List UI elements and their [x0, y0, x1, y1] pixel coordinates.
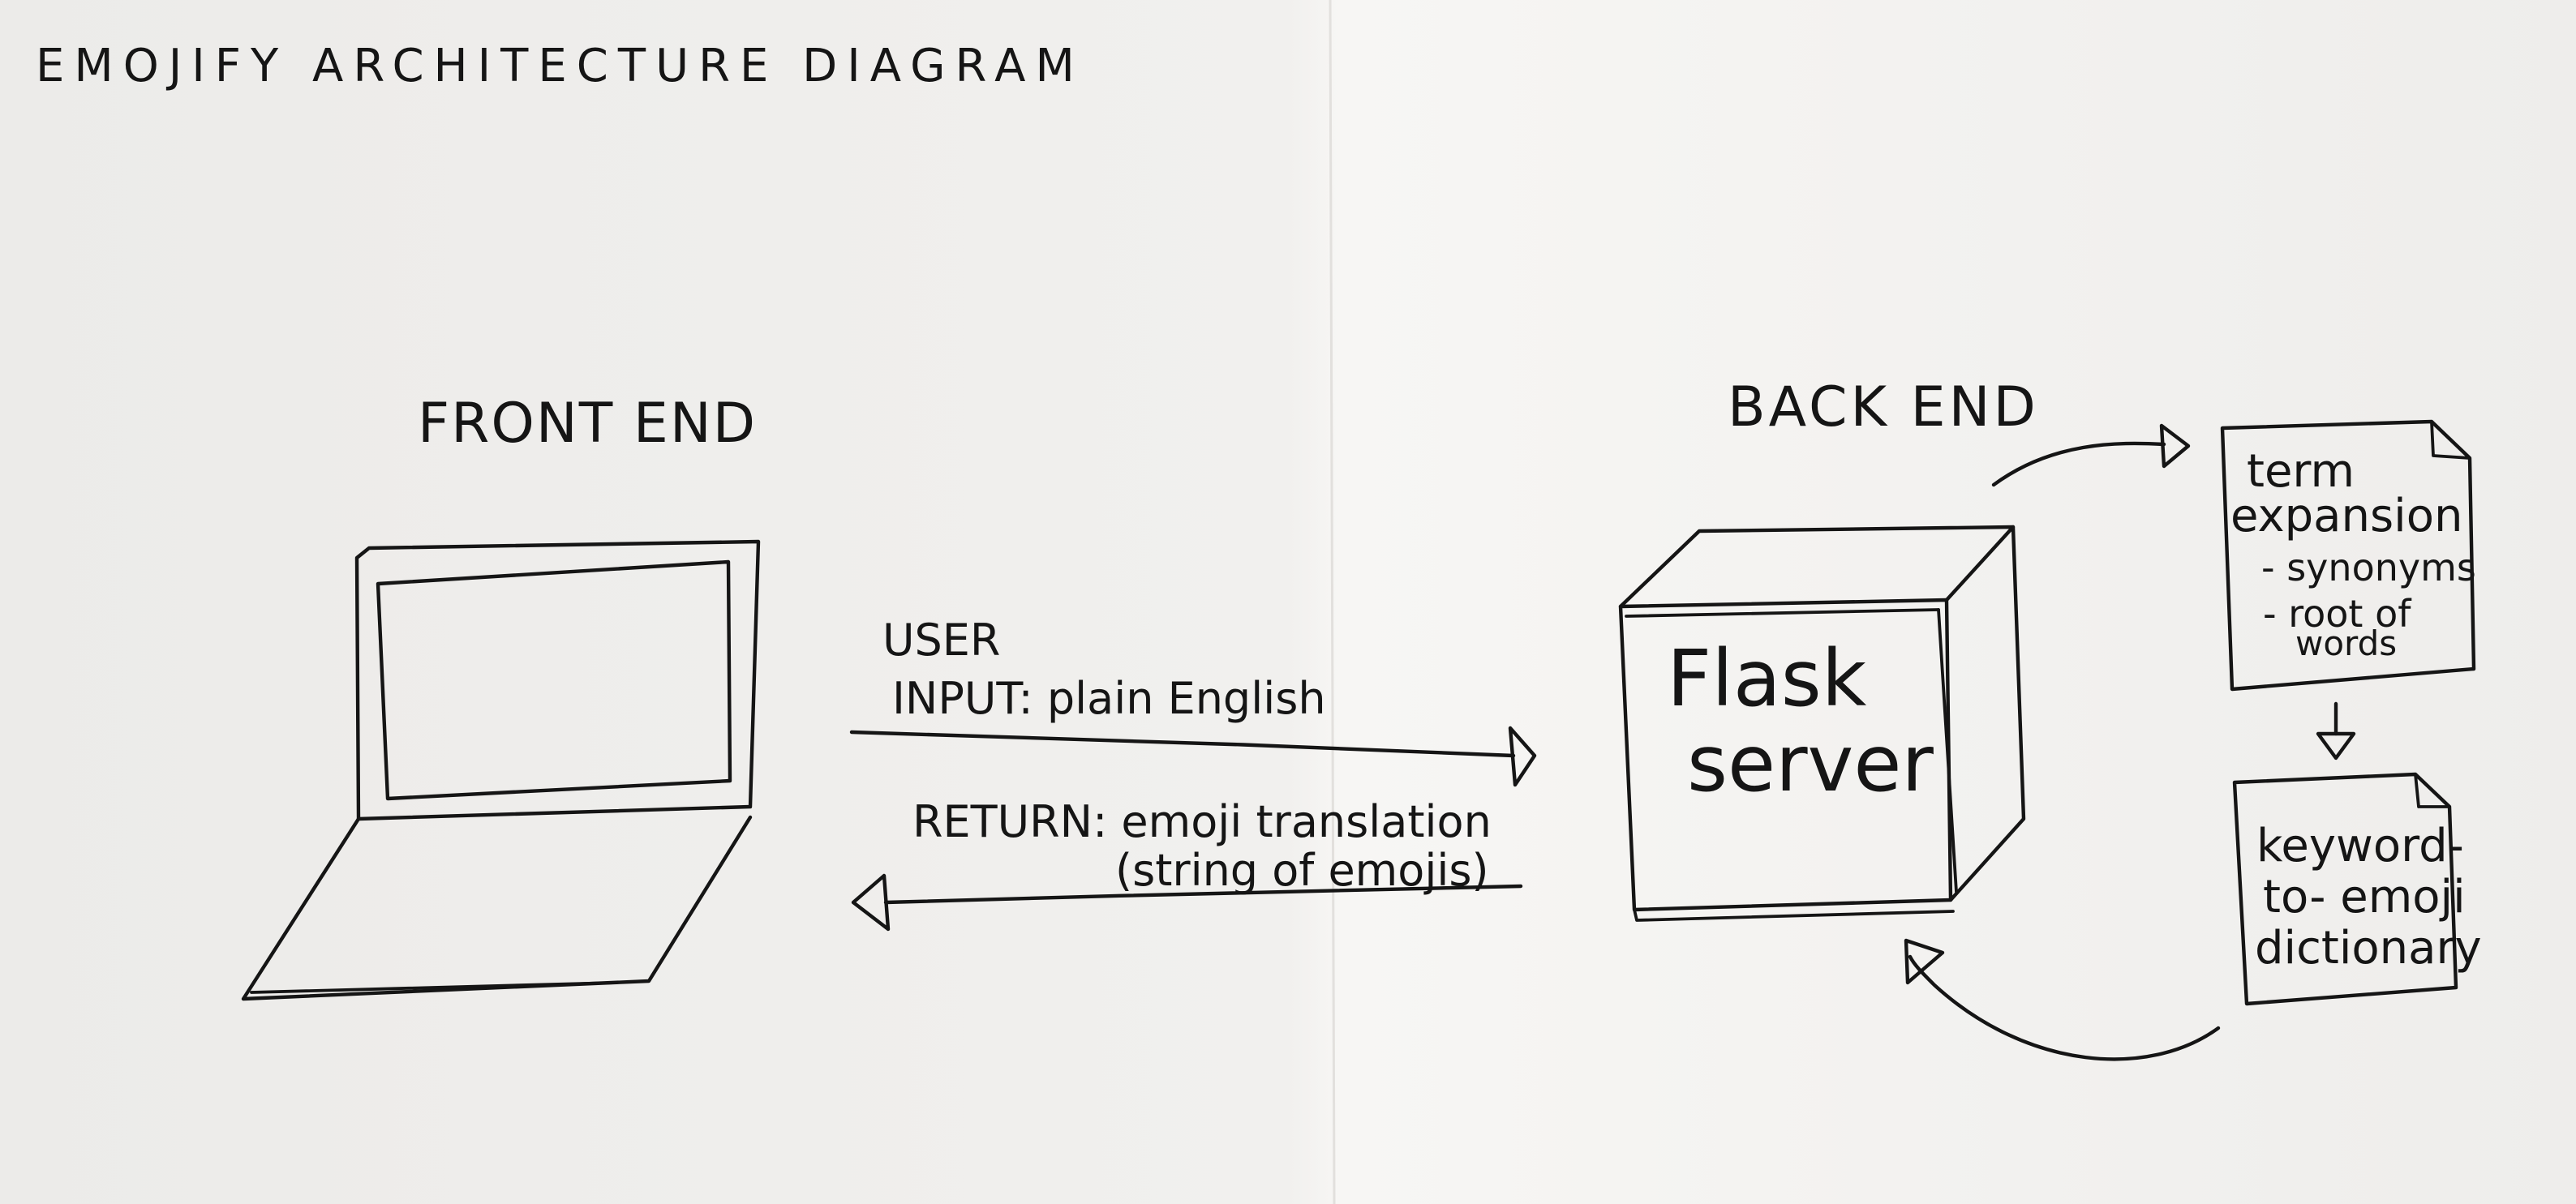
term-expansion-line5: words [2295, 623, 2397, 663]
response-label-line2: (string of emojis) [1115, 845, 1489, 896]
term-expansion-document-icon [2220, 419, 2476, 692]
dictionary-line3: dictionary [2255, 922, 2482, 975]
dictionary-line2: to- emoji [2263, 871, 2466, 923]
paper-fold-line [1329, 0, 1336, 1204]
term-expansion-line3: - synonyms [2261, 546, 2476, 589]
dictionary-line1: keyword- [2256, 820, 2464, 872]
laptop-icon [241, 539, 761, 1001]
diagram-title: EMOJIFY ARCHITECTURE DIAGRAM [36, 40, 1084, 92]
server-cube-icon [1618, 525, 2026, 922]
server-to-term-expansion-arrow [1991, 423, 2191, 487]
request-label-line1: USER [882, 615, 1000, 666]
response-label-line1: RETURN: emoji translation [912, 796, 1492, 847]
server-label-line1: Flask [1667, 633, 1867, 724]
server-label-line2: server [1687, 718, 1934, 809]
back-end-label: BACK END [1728, 375, 2039, 439]
term-expansion-line4: - root of [2263, 592, 2412, 636]
term-to-dictionary-arrow [2316, 701, 2356, 761]
request-label-line2: INPUT: plain English [892, 673, 1326, 724]
dictionary-document-icon [2232, 772, 2458, 1006]
request-arrow [849, 726, 1537, 787]
dictionary-to-server-arrow [1904, 938, 2221, 1061]
term-expansion-line2: expansion [2230, 490, 2462, 542]
front-end-label: FRONT END [418, 392, 757, 456]
response-arrow [851, 873, 1523, 932]
term-expansion-line1: term [2247, 445, 2355, 498]
